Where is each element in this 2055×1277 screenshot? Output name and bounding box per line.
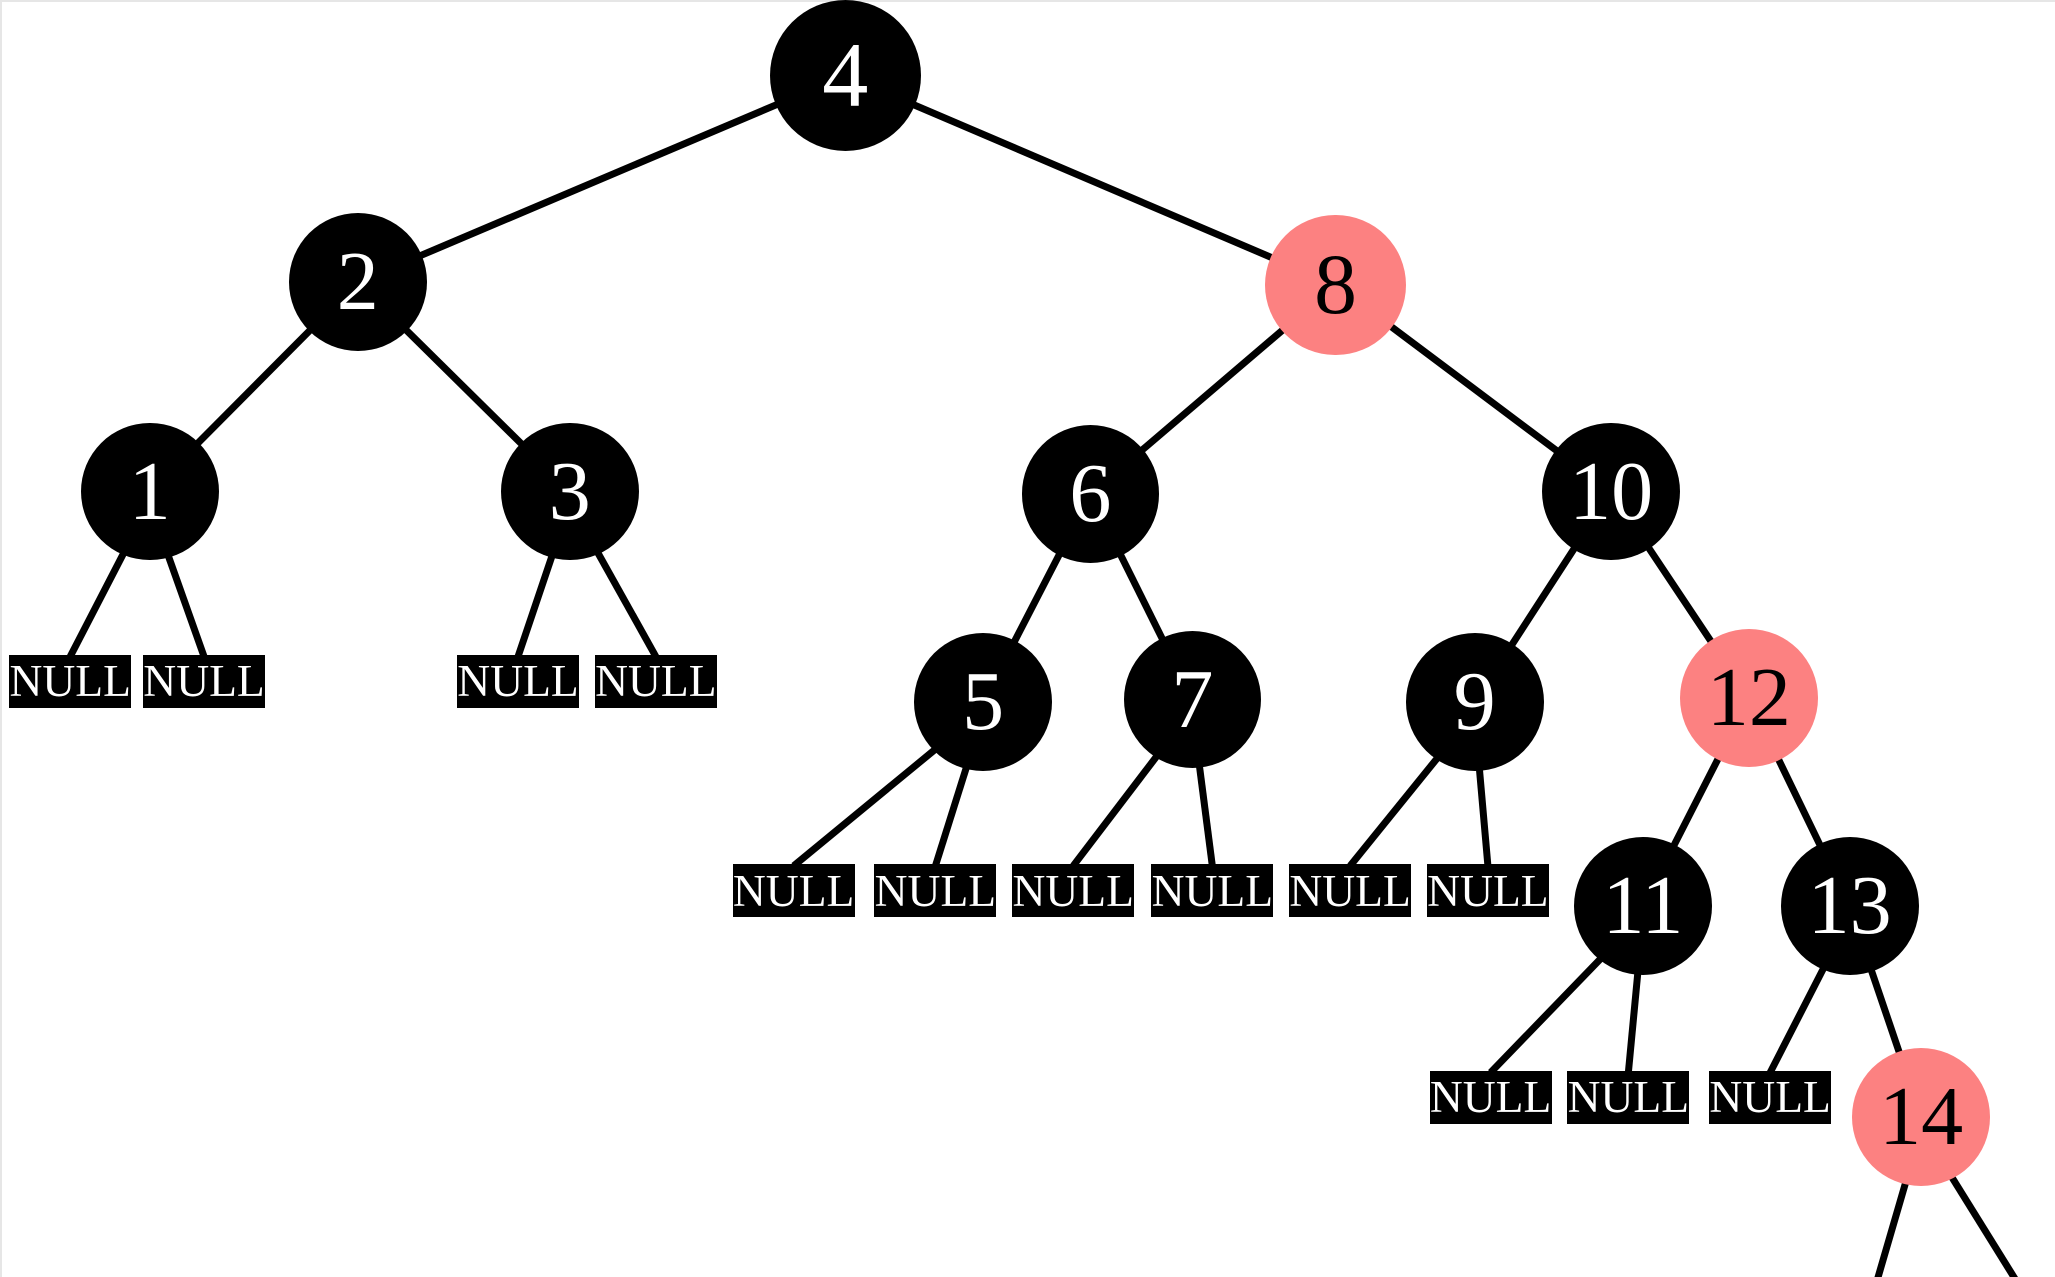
- tree-node-4[interactable]: 4: [769, 0, 921, 152]
- tree-null-leaf: NULL: [143, 654, 265, 708]
- tree-node-label: 12: [1706, 651, 1791, 745]
- tree-edge: [908, 99, 1277, 263]
- tree-edge: [1136, 324, 1289, 456]
- tree-edge: [67, 549, 129, 659]
- tree-node-label: 7: [1171, 652, 1214, 746]
- tree-null-label: NULL: [9, 655, 131, 707]
- tree-node-13[interactable]: 13: [1780, 837, 1919, 976]
- tree-null-leaf: NULL: [1289, 863, 1412, 917]
- tree-node-label: 6: [1069, 447, 1112, 541]
- tree-edge: [593, 548, 659, 659]
- tree-null-label: NULL: [1151, 864, 1274, 916]
- tree-edge: [164, 551, 208, 658]
- tree-edge: [1643, 542, 1717, 647]
- tree-edge: [1115, 550, 1168, 644]
- tree-null-label: NULL: [1709, 1071, 1831, 1123]
- tree-null-leaf: NULL: [1429, 1070, 1552, 1124]
- tree-null-leaf: NULL: [1151, 863, 1274, 917]
- tree-node-3[interactable]: 3: [500, 422, 639, 561]
- tree-node-label: 4: [822, 24, 869, 127]
- tree-node-6[interactable]: 6: [1021, 425, 1160, 564]
- tree-edge: [1475, 765, 1492, 867]
- tree-null-leaf: NULL: [457, 654, 579, 708]
- tree-edge: [1488, 953, 1606, 1075]
- tree-null-label: NULL: [1427, 864, 1549, 916]
- tree-node-label: 13: [1807, 859, 1892, 953]
- tree-node-14[interactable]: 14: [1852, 1048, 1991, 1186]
- tree-edge: [1385, 321, 1562, 456]
- tree-node-7[interactable]: 7: [1123, 630, 1262, 769]
- tree-edge: [932, 763, 971, 867]
- tree-null-label: NULL: [457, 655, 579, 707]
- tree-edge: [1506, 543, 1580, 651]
- tree-edge: [415, 99, 783, 261]
- tree-edge: [400, 324, 527, 450]
- tree-node-label: 11: [1602, 859, 1684, 953]
- tree-node-2[interactable]: 2: [288, 213, 427, 352]
- tree-null-label: NULL: [1567, 1071, 1690, 1123]
- tree-null-leaf: NULL: [1012, 863, 1135, 917]
- tree-node-label: 1: [128, 444, 171, 538]
- tree-edge: [1347, 753, 1443, 869]
- tree-node-5[interactable]: 5: [914, 633, 1052, 772]
- tree-null-leaf: NULL: [9, 654, 132, 708]
- tree-edge: [1767, 963, 1829, 1075]
- tree-node-label: 10: [1569, 444, 1654, 538]
- tree-edge: [1947, 1172, 2018, 1277]
- tree-edge: [514, 552, 557, 658]
- tree-edge: [1070, 751, 1162, 868]
- tree-null-label: NULL: [732, 864, 855, 916]
- tree-edge: [1009, 549, 1065, 647]
- tree-null-leaf: NULL: [594, 654, 717, 708]
- tree-node-label: 9: [1453, 655, 1496, 749]
- tree-null-label: NULL: [143, 655, 265, 707]
- tree-null-label: NULL: [874, 864, 997, 916]
- tree-edge: [192, 325, 316, 449]
- tree-node-label: 3: [548, 444, 591, 538]
- tree-edge: [1624, 969, 1642, 1073]
- tree-null-label: NULL: [1012, 864, 1134, 916]
- tree-null-label: NULL: [1289, 864, 1411, 916]
- tree-node-label: 14: [1879, 1069, 1964, 1163]
- tree-null-leaf: NULL: [1426, 863, 1549, 917]
- tree-null-leaf: NULL: [1709, 1070, 1832, 1124]
- left-border: [0, 0, 2, 1277]
- tree-node-8[interactable]: 8: [1265, 214, 1406, 356]
- tree-null-label: NULL: [595, 655, 717, 707]
- tree-edge: [1874, 1178, 1910, 1277]
- tree-edge: [1668, 753, 1723, 851]
- tree-node-label: 5: [962, 655, 1005, 749]
- tree-node-label: 2: [336, 235, 379, 329]
- tree-node-9[interactable]: 9: [1405, 633, 1544, 772]
- tree-node-12[interactable]: 12: [1680, 629, 1818, 768]
- tree-null-leaf: NULL: [1567, 1070, 1690, 1124]
- tree-edge: [1866, 965, 1904, 1058]
- tree-edge: [1195, 762, 1216, 867]
- tree-node-label: 8: [1314, 237, 1357, 333]
- tree-edge: [1773, 754, 1825, 851]
- tree-node-10[interactable]: 10: [1542, 422, 1681, 561]
- tree-node-1[interactable]: 1: [80, 422, 219, 561]
- tree-node-11[interactable]: 11: [1574, 837, 1712, 976]
- tree-null-leaf: NULL: [874, 863, 997, 917]
- tree-edge: [791, 744, 940, 869]
- top-border: [0, 0, 2055, 2]
- tree-null-leaf: NULL: [732, 863, 855, 917]
- tree-null-label: NULL: [1429, 1071, 1552, 1123]
